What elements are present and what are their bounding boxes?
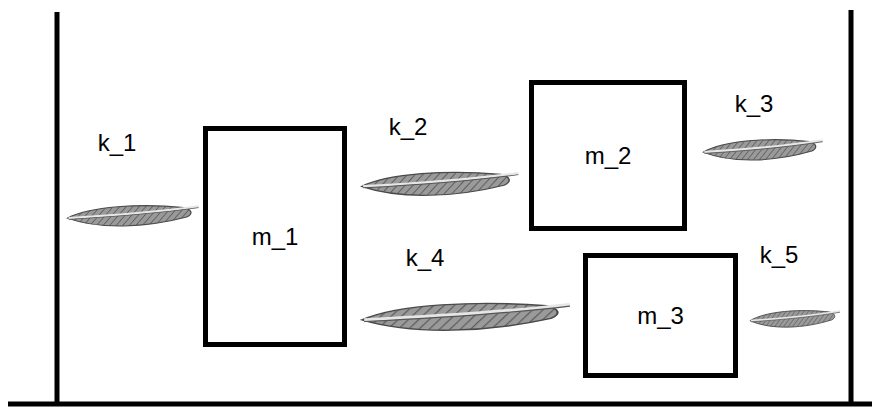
spring-label: k_2 xyxy=(389,113,428,141)
feather-spring xyxy=(703,140,823,160)
mass-label: m_3 xyxy=(637,302,684,330)
right-wall xyxy=(849,10,854,405)
feather-spring xyxy=(362,303,570,330)
mass-label: m_2 xyxy=(585,142,632,170)
spring-label: k_4 xyxy=(406,244,445,272)
mass-label: m_1 xyxy=(252,223,299,251)
spring-label: k_1 xyxy=(98,129,137,157)
feather-spring xyxy=(750,311,840,328)
left-wall xyxy=(55,12,60,405)
mass-box: m_1 xyxy=(203,126,347,347)
spring-label: k_3 xyxy=(735,90,774,118)
floor xyxy=(8,402,872,407)
mass-box: m_2 xyxy=(529,80,687,231)
mass-box: m_3 xyxy=(583,253,738,378)
spring-label: k_5 xyxy=(760,241,799,269)
feather-spring xyxy=(362,172,519,195)
feather-spring xyxy=(67,206,198,226)
